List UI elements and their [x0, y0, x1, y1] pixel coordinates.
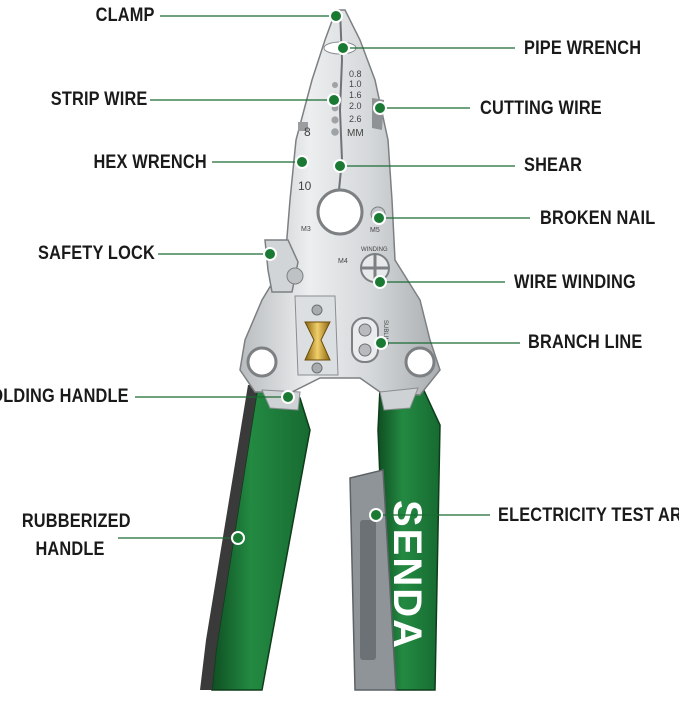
label-rubberized-line-2: HANDLE — [35, 539, 105, 560]
label-hex-wrench: HEX WRENCH — [93, 152, 207, 173]
label-pipe-wrench: PIPE WRENCH — [524, 38, 642, 59]
marker-strip-wire — [327, 93, 341, 107]
rivet-top — [311, 304, 323, 316]
thread-mark-m4: M4 — [338, 258, 348, 265]
label-rubberized-line-1: RUBBERIZED — [21, 511, 131, 532]
marker-clamp — [329, 9, 343, 23]
marker-pipe-wrench — [336, 41, 350, 55]
marker-wire-winding — [373, 275, 387, 289]
hex-size-8: 8 — [304, 125, 311, 139]
gauge-2-6: 2.6 — [349, 114, 362, 124]
marker-electricity-test — [369, 508, 383, 522]
brand-text: SENDA — [385, 500, 429, 650]
marker-hex-wrench — [295, 155, 309, 169]
marker-folding-handle — [281, 390, 295, 404]
gauge-unit: MM — [347, 128, 364, 139]
label-shear: SHEAR — [524, 155, 583, 176]
label-folding-handle: FOLDING HANDLE — [0, 386, 129, 407]
winding-text: WINDING — [361, 247, 388, 253]
gauge-2-0: 2.0 — [349, 101, 362, 111]
right-spring-tab — [379, 387, 419, 411]
label-electricity-test-area: ELECTRICITY TEST AREA — [498, 505, 679, 526]
label-clamp: CLAMP — [96, 5, 155, 26]
marker-rubberized-handle — [231, 531, 245, 545]
marker-safety-lock — [263, 247, 277, 261]
rivet-bottom — [311, 362, 323, 374]
test-area-slot — [360, 520, 376, 660]
label-wire-winding: WIRE WINDING — [514, 272, 636, 293]
label-rubberized-handle: RUBBERIZED HANDLE — [21, 508, 131, 564]
callout-markers — [231, 9, 388, 545]
label-broken-nail: BROKEN NAIL — [540, 208, 656, 229]
center-hole — [316, 188, 364, 236]
label-cutting-wire: CUTTING WIRE — [480, 98, 602, 119]
marker-cutting-wire — [373, 101, 387, 115]
brass-spool — [304, 321, 331, 361]
marker-shear — [333, 159, 347, 173]
callout-lines — [118, 15, 530, 539]
label-branch-line: BRANCH LINE — [528, 332, 643, 353]
left-pivot-hole — [246, 346, 278, 378]
gauge-1-0: 1.0 — [349, 79, 362, 89]
thread-mark-m5: M5 — [370, 227, 380, 234]
right-pivot-hole — [404, 346, 436, 378]
gauge-1-6: 1.6 — [349, 90, 362, 100]
thread-mark-m3: M3 — [301, 226, 311, 233]
hex-size-10: 10 — [298, 179, 312, 193]
label-strip-wire: STRIP WIRE — [50, 89, 147, 110]
gauge-0-8: 0.8 — [349, 69, 362, 79]
subline-text: SUBLINE — [382, 320, 388, 346]
hex-hole-8 — [298, 122, 308, 131]
label-safety-lock: SAFETY LOCK — [38, 243, 155, 264]
marker-branch-line — [374, 336, 388, 350]
marker-broken-nail — [372, 211, 386, 225]
